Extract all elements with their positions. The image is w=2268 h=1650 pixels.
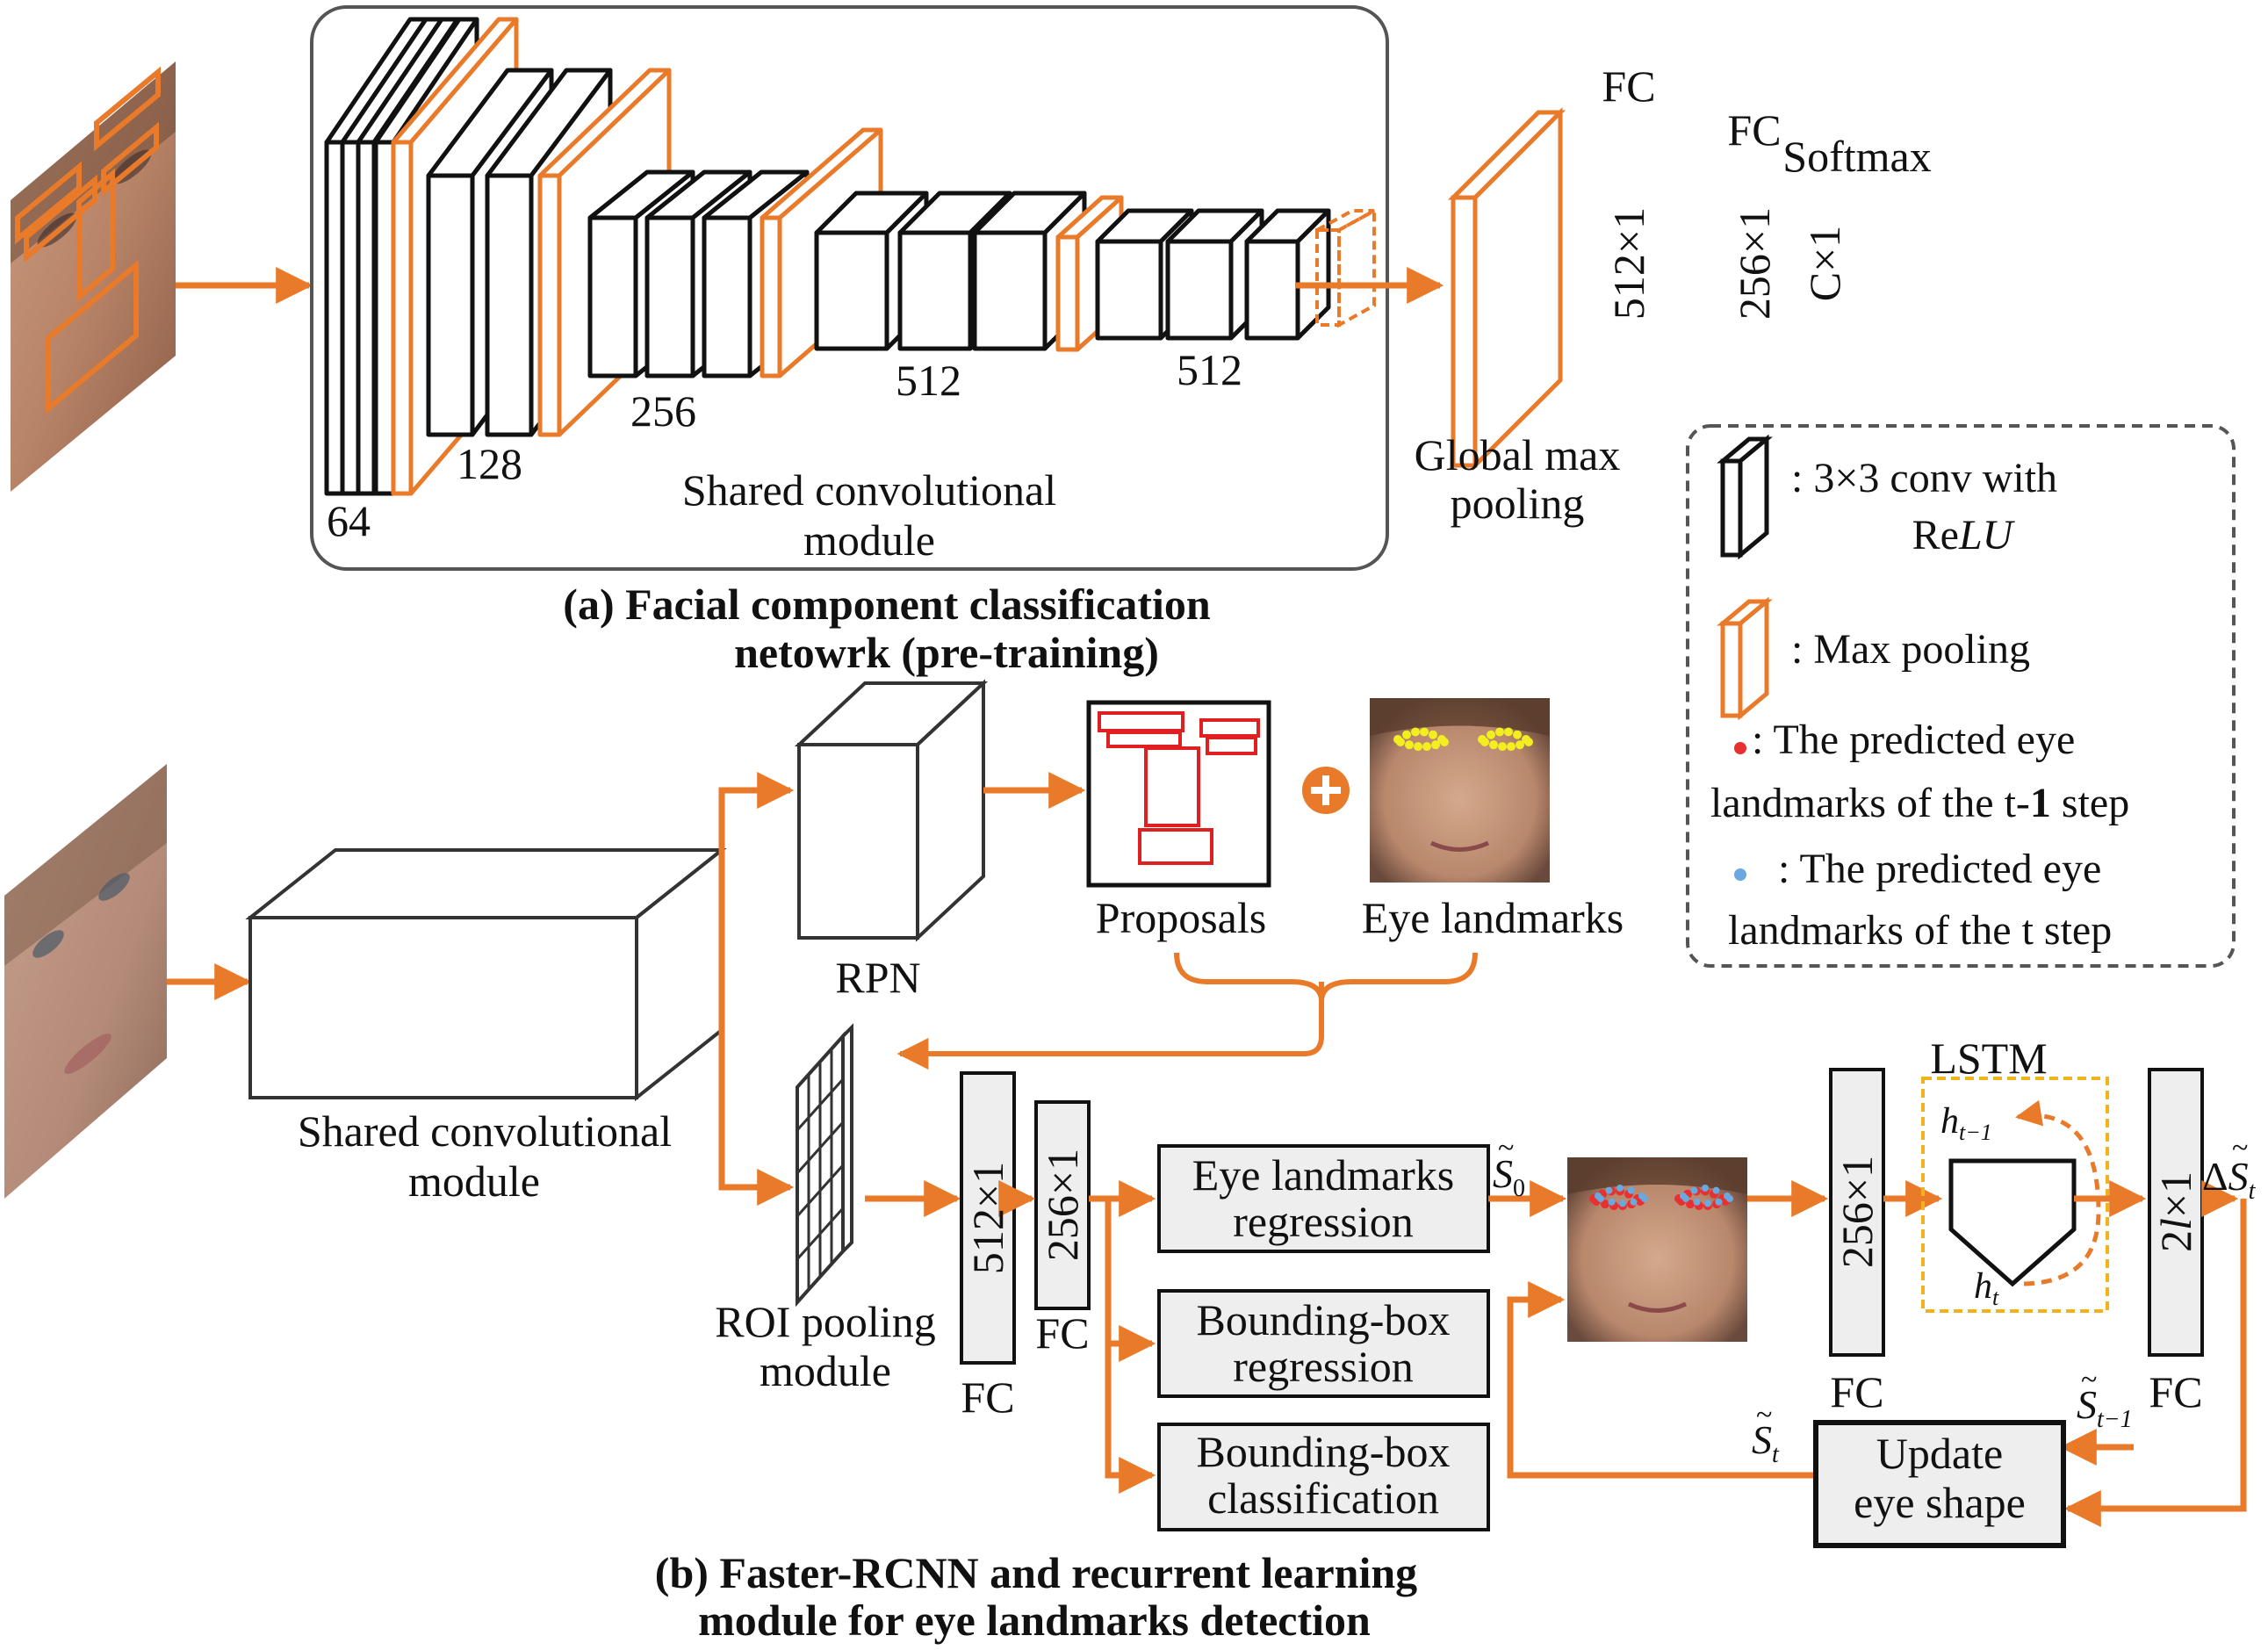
plus-icon bbox=[1302, 767, 1350, 814]
legend-maxpool-label: : Max pooling bbox=[1791, 626, 2030, 673]
global-pool-label-line2: pooling bbox=[1451, 479, 1585, 528]
delta-s-tilde: ~ bbox=[2232, 1132, 2248, 1164]
legend-blue-dot bbox=[1734, 868, 1746, 881]
conv-layer-17 bbox=[1095, 208, 1194, 341]
stm1-label: St−1 bbox=[2077, 1382, 2133, 1433]
fc3-dim: 256×1 bbox=[1832, 1156, 1882, 1268]
head3-line2: classification bbox=[1207, 1473, 1439, 1523]
legend-conv-line2: ReLU bbox=[1912, 512, 2016, 558]
fc-512-bar-b bbox=[960, 1071, 1016, 1365]
head1-line2: regression bbox=[1233, 1197, 1414, 1246]
predicted-landmarks-face-image bbox=[1567, 1157, 1747, 1342]
st-tilde: ~ bbox=[1756, 1399, 1772, 1431]
head-connectors bbox=[1089, 1180, 1156, 1494]
yellow-landmark-dots bbox=[1393, 727, 1533, 752]
delta-s-label: ΔSt bbox=[2202, 1154, 2257, 1205]
roi-pooling-grid bbox=[796, 1023, 853, 1308]
channel-label-64: 64 bbox=[327, 496, 371, 545]
bbox-regression-box bbox=[1157, 1289, 1490, 1398]
output-loop-connectors bbox=[1507, 1180, 2247, 1527]
head2-line1: Bounding-box bbox=[1197, 1295, 1451, 1344]
fc1-a-label: FC bbox=[1602, 61, 1655, 111]
fc1-b-dim: 512×1 bbox=[963, 1162, 1012, 1274]
s0-tilde: ~ bbox=[1498, 1132, 1514, 1164]
h-t-label: ht bbox=[1974, 1266, 1999, 1310]
stm1-tilde: ~ bbox=[2081, 1364, 2097, 1396]
legend-red-dot bbox=[1734, 742, 1746, 754]
s0-label: S0 bbox=[1493, 1151, 1525, 1202]
lstm-label: LSTM bbox=[1930, 1034, 2047, 1083]
caption-a-line2: netowrk (pre-training) bbox=[734, 628, 1159, 677]
head1-line1: Eye landmarks bbox=[1192, 1150, 1455, 1200]
global-pool-label-line1: Global max bbox=[1415, 430, 1621, 479]
legend-curr-line2: landmarks of the t step bbox=[1728, 907, 2112, 954]
fc4-label: FC bbox=[2149, 1367, 2202, 1416]
legend-conv-icon bbox=[1717, 434, 1773, 560]
caption-b-line2: module for eye landmarks detection bbox=[698, 1596, 1371, 1645]
channel-label-512b: 512 bbox=[1177, 345, 1242, 394]
rpn-label: RPN bbox=[835, 953, 920, 1002]
legend-box bbox=[1686, 424, 2236, 968]
channel-label-256: 256 bbox=[630, 386, 696, 436]
fc3-label: FC bbox=[1830, 1367, 1883, 1416]
lstm-recurrent-loop bbox=[2015, 1099, 2101, 1286]
channel-label-512a: 512 bbox=[896, 356, 961, 405]
update-line2: eye shape bbox=[1854, 1478, 2026, 1527]
legend-prev-line1: : The predicted eye bbox=[1752, 717, 2075, 763]
st-label: St bbox=[1752, 1417, 1780, 1468]
fc4-dim: 2l×1 bbox=[2151, 1171, 2200, 1252]
eye-landmarks-face-image bbox=[1370, 698, 1550, 883]
h-prev-label: ht−1 bbox=[1940, 1101, 1992, 1145]
module-a-label-line1: Shared convolutional bbox=[682, 465, 1056, 515]
module-b-label-line2: module bbox=[408, 1156, 540, 1206]
fc2-a-dim: 256×1 bbox=[1730, 207, 1779, 320]
legend-prev-line2: landmarks of the t-1 step bbox=[1710, 780, 2129, 826]
module-a-label-line2: module bbox=[803, 515, 935, 565]
lstm-box bbox=[1921, 1077, 2109, 1313]
channel-label-128: 128 bbox=[457, 439, 522, 488]
softmax-label: Softmax bbox=[1782, 132, 1931, 181]
caption-a-line1: (a) Facial component classification bbox=[563, 580, 1211, 629]
shared-conv-cuboid-b bbox=[245, 846, 727, 1102]
head3-line1: Bounding-box bbox=[1197, 1427, 1451, 1476]
rpn-cube bbox=[794, 679, 989, 942]
head2-line2: regression bbox=[1233, 1342, 1414, 1391]
last-pooling-dashed bbox=[1315, 207, 1376, 328]
fc2-b-dim: 256×1 bbox=[1038, 1149, 1087, 1261]
lstm-cell bbox=[1948, 1158, 2077, 1287]
input-face-image-a bbox=[11, 61, 176, 492]
input-face-image-b bbox=[4, 764, 167, 1199]
proposals-label: Proposals bbox=[1096, 893, 1266, 942]
module-b-label-line1: Shared convolutional bbox=[298, 1106, 672, 1156]
legend-conv-line1: : 3×3 conv with bbox=[1791, 455, 2057, 501]
branch-connectors bbox=[718, 772, 795, 1206]
roi-label-line1: ROI pooling bbox=[715, 1297, 935, 1346]
proposals-box bbox=[1086, 700, 1271, 888]
legend-curr-line1: : The predicted eye bbox=[1778, 846, 2101, 892]
fc2-a-label: FC bbox=[1727, 105, 1781, 155]
fc2-b-label: FC bbox=[1035, 1308, 1089, 1358]
conv-layer-stack bbox=[324, 17, 1331, 496]
fc-256-bar-b bbox=[1034, 1100, 1091, 1310]
softmax-dim: C×1 bbox=[1800, 226, 1849, 302]
global-max-pooling-layer bbox=[1447, 106, 1566, 472]
fc1-a-dim: 512×1 bbox=[1604, 207, 1653, 320]
roi-label-line2: module bbox=[760, 1346, 891, 1395]
caption-b-line1: (b) Faster-RCNN and recurrent learning bbox=[655, 1548, 1417, 1597]
labels: Shared convolutional module 64 128 256 5… bbox=[298, 61, 2257, 1645]
bbox-classification-box bbox=[1157, 1423, 1490, 1531]
fc1-b-label: FC bbox=[961, 1373, 1014, 1422]
red-blue-landmark-dots bbox=[1589, 1185, 1733, 1211]
merge-bracket bbox=[896, 952, 1478, 1070]
conv-layer-19 bbox=[1244, 208, 1331, 341]
update-eye-shape-box bbox=[1813, 1420, 2066, 1548]
eye-landmarks-label: Eye landmarks bbox=[1362, 893, 1624, 942]
legend-maxpool-icon bbox=[1717, 596, 1773, 721]
fc-256-bar-lstm-input bbox=[1829, 1068, 1885, 1357]
update-line1: Update bbox=[1876, 1429, 2003, 1478]
